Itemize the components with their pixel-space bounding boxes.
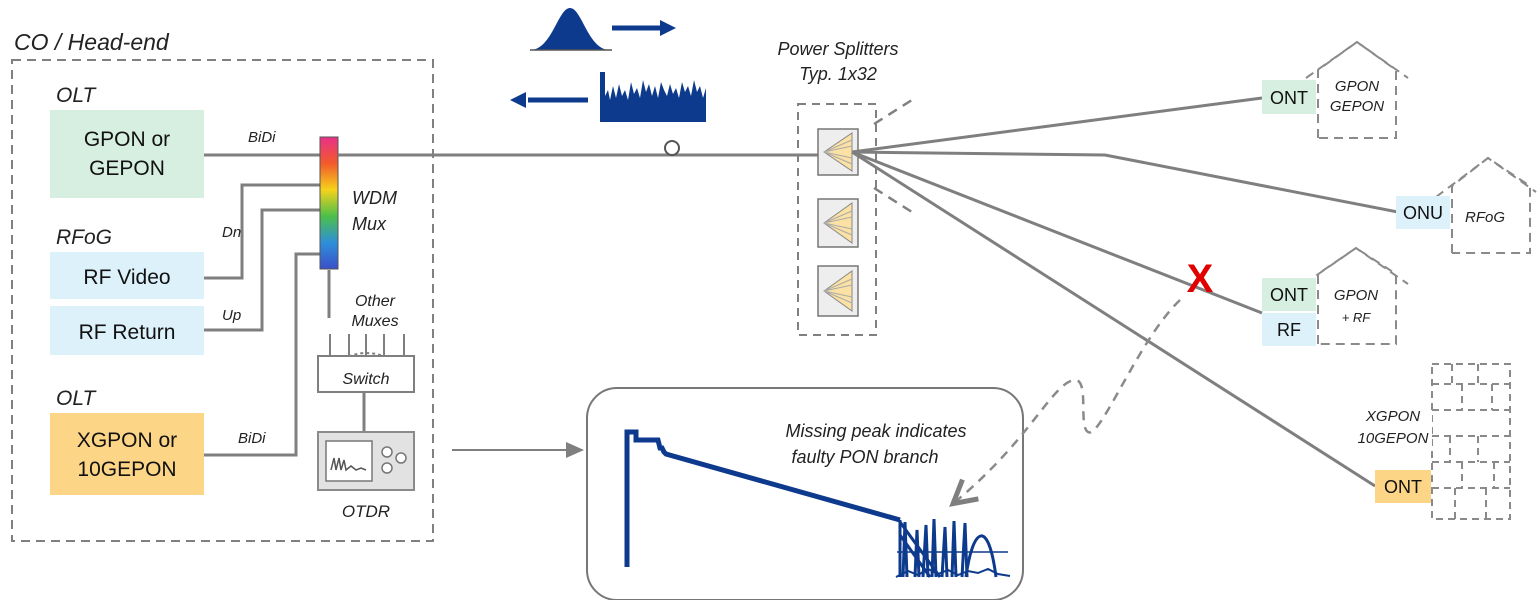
splitters-label-line1: Power Splitters — [777, 39, 898, 59]
wdm-label-line1: WDM — [352, 188, 397, 208]
splitter-3 — [817, 265, 859, 317]
trace-note-line1: Missing peak indicates — [785, 421, 966, 441]
fiber-coil-icon — [664, 140, 680, 156]
ont-rf-label-bottom: RF — [1277, 320, 1301, 340]
rfog-label: RFoG — [56, 226, 112, 249]
ont-gpon-label: ONT — [1270, 88, 1308, 108]
fanout-dash-upper — [873, 98, 913, 126]
house-gpon-rf-line2: + RF — [1342, 310, 1372, 325]
fault-pointer-arrow — [955, 299, 1181, 502]
building-xgpon — [1431, 363, 1511, 520]
house-gpon-rf: GPON + RF — [1303, 246, 1409, 345]
rf-video-box — [50, 252, 204, 299]
onu-rfog-label: ONU — [1403, 203, 1443, 223]
house-gpon-rf-line1: GPON — [1334, 287, 1378, 304]
fanout-dash-lower — [873, 186, 913, 214]
building-xgpon-line1: XGPON — [1365, 408, 1420, 425]
gpon-olt-box — [50, 110, 204, 198]
feeder — [338, 8, 826, 157]
co-boundary — [11, 59, 434, 542]
co-fibers — [204, 153, 366, 457]
ont-rf-box-bottom — [1262, 313, 1316, 346]
ont-xgpon-label: ONT — [1384, 477, 1422, 497]
rf-return-text: RF Return — [79, 321, 176, 344]
gpon-box-line2: GEPON — [89, 157, 165, 180]
otdr-knob — [395, 452, 407, 464]
other-muxes-line2: Muxes — [351, 313, 398, 330]
switch-label: Switch — [342, 371, 389, 388]
xgpon-label-bg — [1354, 411, 1432, 447]
olt-top-label: OLT — [56, 84, 97, 107]
upstream-arrowhead-icon — [510, 92, 526, 108]
house-rfog-label: RFoG — [1465, 209, 1505, 226]
ont-rf-label-top: ONT — [1270, 285, 1308, 305]
xgpon-olt-box — [50, 413, 204, 495]
building-xgpon-line2: 10GEPON — [1358, 430, 1429, 447]
wdm-mux-bar — [319, 136, 339, 270]
co-title: CO / Head-end — [14, 29, 170, 55]
otdr-trace — [624, 429, 1011, 578]
house-gpon: GPON GEPON — [1305, 40, 1409, 139]
wdm-label-line2: Mux — [352, 214, 387, 234]
downstream-pulse-icon — [530, 8, 610, 50]
switch-box — [317, 355, 415, 393]
bidi-bottom-label: BiDi — [238, 430, 266, 447]
rf-return-box — [50, 306, 204, 355]
otdr-knob — [381, 462, 393, 474]
ont-xgpon-box — [1375, 470, 1431, 503]
ont-rf-box-top — [1262, 278, 1316, 311]
other-muxes-line1: Other — [355, 293, 396, 310]
xgpon-box-line1: XGPON or — [77, 429, 177, 452]
upstream-noise-icon — [600, 72, 706, 122]
house-rfog: RFoG — [1435, 156, 1537, 254]
ont-gpon-box — [1262, 80, 1316, 114]
olt-bottom-label: OLT — [56, 387, 97, 410]
power-splitters: Power Splitters Typ. 1x32 — [777, 39, 913, 336]
drop-fibers — [851, 96, 1399, 488]
rf-video-text: RF Video — [83, 266, 170, 289]
otdr-knob — [381, 446, 393, 458]
splitter-1 — [817, 128, 859, 176]
house-gpon-line1: GPON — [1335, 78, 1379, 95]
splitters-label-line2: Typ. 1x32 — [799, 64, 877, 84]
gpon-box-line1: GPON or — [84, 128, 170, 151]
dn-label: Dn — [222, 224, 241, 241]
house-gpon-line2: GEPON — [1330, 98, 1384, 115]
otdr-screen-trace — [330, 457, 367, 472]
otdr-label: OTDR — [342, 502, 390, 521]
trace-note-line2: faulty PON branch — [791, 447, 938, 467]
central-office: CO / Head-end OLT GPON or GEPON RFoG RF … — [11, 29, 434, 542]
onu-rfog-box — [1396, 196, 1450, 229]
splitter-2 — [817, 198, 859, 248]
fault-marker: X — [1187, 257, 1214, 301]
up-label: Up — [222, 307, 241, 324]
xgpon-box-line2: 10GEPON — [77, 458, 176, 481]
bidi-top-label: BiDi — [248, 129, 276, 146]
downstream-arrowhead-icon — [660, 20, 676, 36]
